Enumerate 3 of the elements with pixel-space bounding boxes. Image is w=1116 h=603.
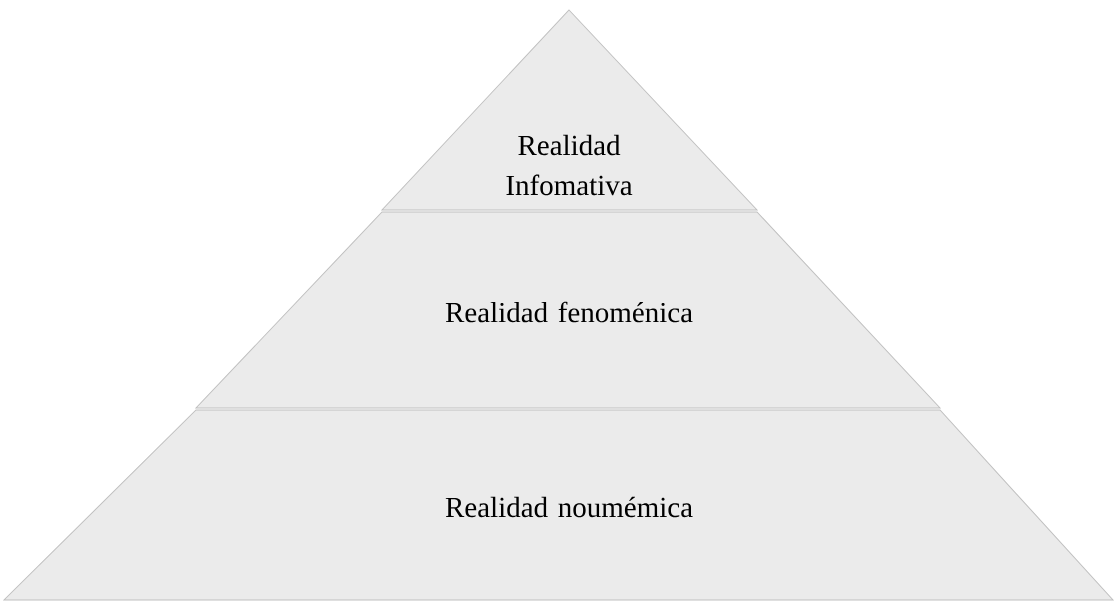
pyramid-level: Realidad fenoménica xyxy=(195,211,941,409)
pyramid-level: Realidad Infomativa xyxy=(381,9,758,211)
pyramid-level: Realidad noumémica xyxy=(3,409,1114,601)
